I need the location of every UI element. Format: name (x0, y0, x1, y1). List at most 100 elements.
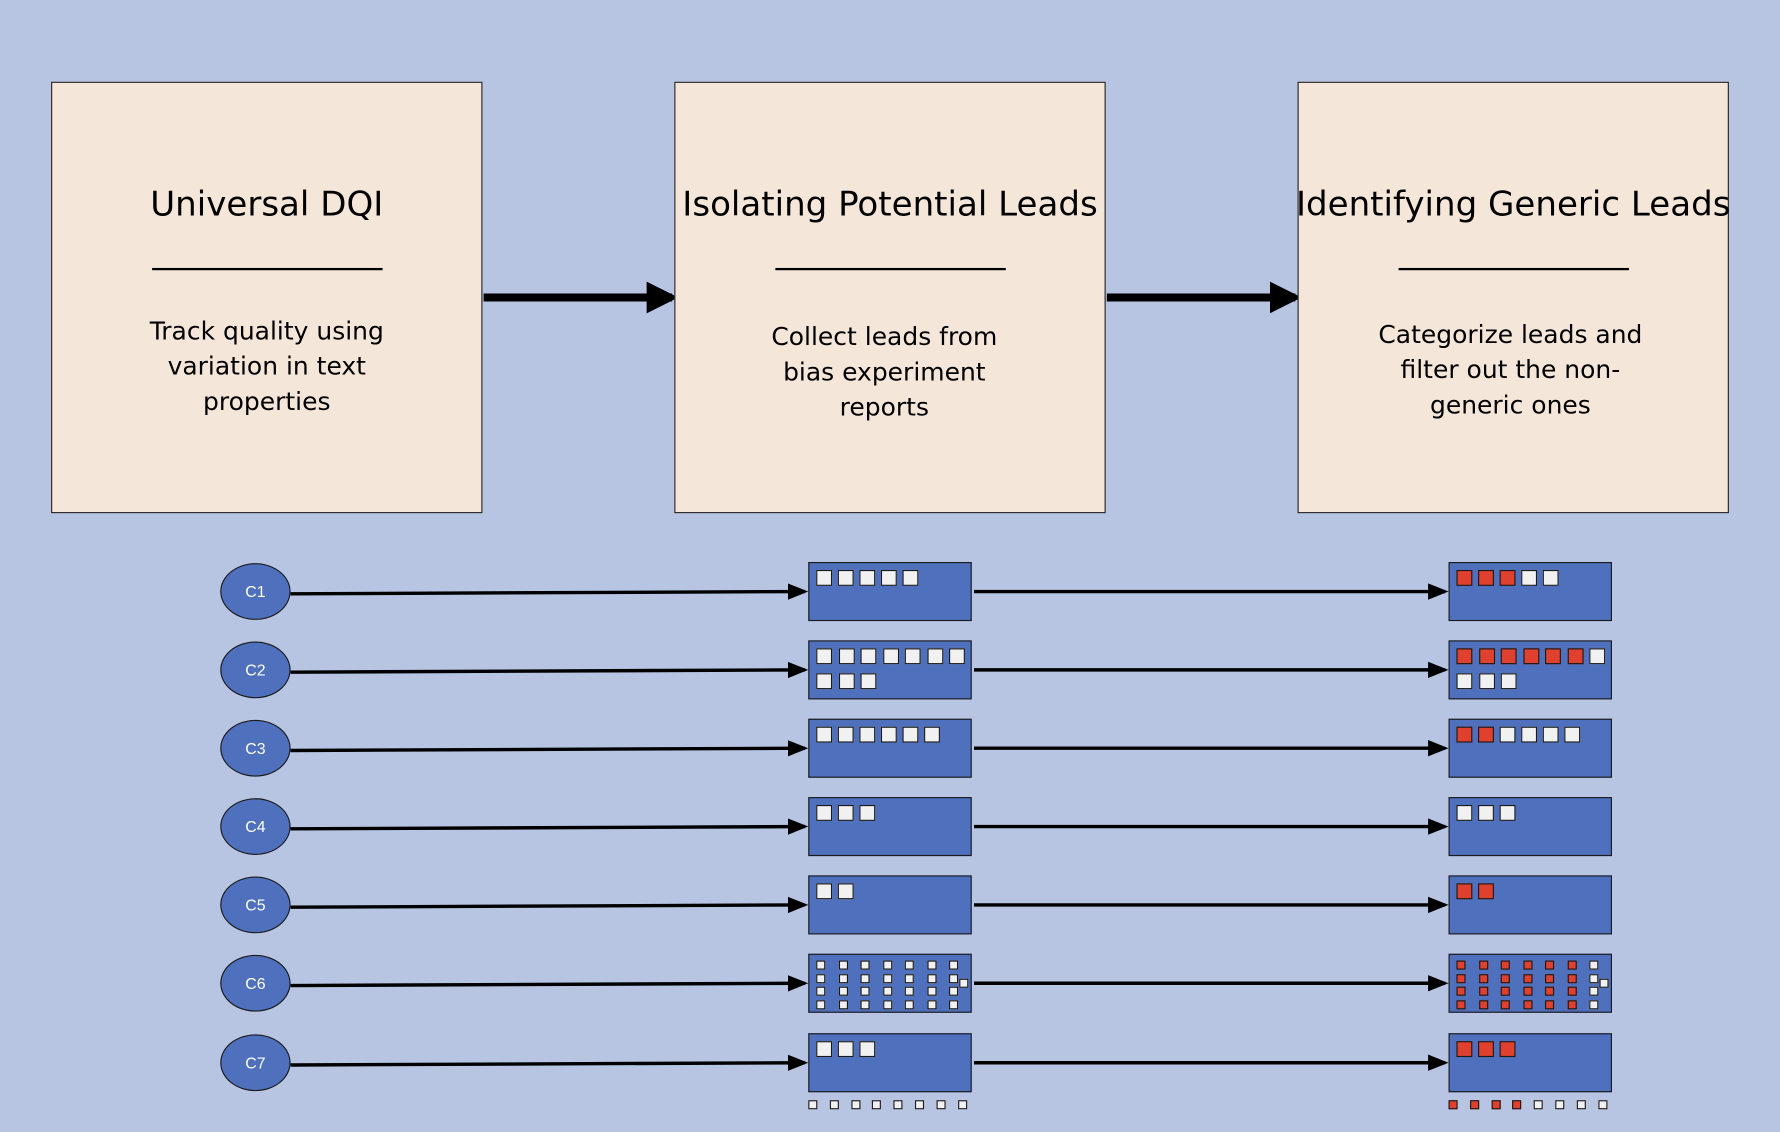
generic-lead-square (1469, 1100, 1479, 1110)
generic-lead-square (1499, 569, 1516, 586)
stage-description: Collect leads from bias experiment repor… (771, 323, 998, 423)
component-node-c1: C1 (220, 563, 291, 620)
lead-square (860, 986, 870, 996)
component-node-c4: C4 (220, 798, 291, 855)
generic-lead-rack (1448, 1033, 1612, 1093)
lead-square (902, 726, 919, 743)
generic-lead-square (1545, 986, 1555, 996)
lead-square (837, 883, 854, 900)
lead-square (829, 1100, 839, 1110)
lead-square (914, 1100, 925, 1110)
lead-square (816, 1041, 833, 1058)
generic-lead-rack (1448, 640, 1612, 700)
lead-square (882, 960, 892, 970)
lead-square (1589, 999, 1599, 1009)
generic-lead-square (1567, 999, 1577, 1009)
lead-square (1521, 569, 1538, 586)
row-arrow (290, 896, 809, 914)
generic-lead-square (1567, 973, 1577, 983)
generic-lead-square (1456, 973, 1466, 983)
row-arrow (290, 661, 809, 679)
generic-lead-square (1456, 569, 1473, 586)
generic-lead-square (1500, 973, 1510, 983)
lead-square (1589, 973, 1599, 983)
lead-square (837, 726, 854, 743)
generic-lead-rack (1448, 797, 1612, 857)
generic-lead-square (1456, 726, 1473, 743)
lead-square (860, 673, 877, 690)
component-node-c6: C6 (220, 954, 291, 1012)
generic-lead-square (1499, 1041, 1516, 1058)
lead-square (949, 999, 959, 1009)
generic-lead-square (1456, 1041, 1473, 1058)
lead-square (904, 973, 914, 983)
lead-rack (808, 718, 972, 778)
lead-square (926, 648, 943, 665)
lead-square (882, 648, 899, 665)
generic-lead-square (1456, 960, 1466, 970)
generic-lead-square (1522, 973, 1532, 983)
lead-square (949, 986, 959, 996)
lead-square (816, 883, 833, 900)
generic-lead-square (1456, 883, 1473, 900)
lead-square (880, 726, 897, 743)
lead-square (1589, 986, 1599, 996)
row-arrow (290, 975, 809, 992)
row-arrow (290, 583, 809, 600)
lead-square (859, 1041, 876, 1058)
generic-lead-square (1478, 973, 1488, 983)
component-node-c7: C7 (220, 1034, 291, 1092)
row-arrow (290, 1054, 809, 1071)
lead-square (1500, 673, 1517, 690)
generic-lead-square (1567, 960, 1577, 970)
lead-rack (808, 875, 972, 935)
lead-rack (808, 797, 972, 857)
lead-square (936, 1100, 946, 1110)
generic-lead-rack (1448, 953, 1612, 1013)
lead-square (838, 648, 855, 665)
lead-square (924, 726, 940, 743)
lead-square (816, 804, 833, 821)
row-arrow (290, 740, 809, 757)
stage-title: Isolating Potential Leads (682, 185, 1098, 225)
generic-lead-square (1478, 1041, 1494, 1058)
lead-square (1533, 1100, 1543, 1110)
lead-square (837, 804, 854, 821)
lead-square (1542, 726, 1559, 743)
generic-lead-square (1478, 986, 1488, 996)
lead-rack (808, 640, 972, 700)
generic-lead-square (1522, 999, 1532, 1009)
stage-box-isolating-leads: Isolating Potential Leads Collect leads … (674, 81, 1106, 514)
lead-square (1456, 804, 1473, 821)
component-node-c2: C2 (220, 641, 291, 699)
lead-rack (808, 562, 972, 622)
generic-lead-square (1456, 648, 1473, 665)
lead-square (926, 960, 936, 970)
lead-square (816, 960, 826, 970)
lead-square (904, 986, 914, 996)
generic-lead-square (1478, 960, 1488, 970)
lead-square (893, 1100, 903, 1110)
generic-lead-square (1500, 999, 1510, 1009)
generic-lead-square (1478, 726, 1494, 743)
lead-square (859, 804, 876, 821)
generic-lead-square (1500, 986, 1510, 996)
lead-square (949, 648, 965, 665)
stage-title: Identifying Generic Leads (1295, 185, 1731, 225)
generic-lead-square (1448, 1100, 1458, 1110)
lead-square (926, 999, 936, 1009)
lead-square (816, 999, 826, 1009)
lead-square (1521, 726, 1538, 743)
stage-description: Track quality using variation in text pr… (149, 317, 384, 417)
generic-lead-square (1545, 999, 1555, 1009)
lead-square (859, 569, 876, 586)
lead-square (859, 726, 876, 743)
lead-square (860, 999, 870, 1009)
generic-lead-square (1478, 883, 1494, 900)
lead-square (838, 973, 848, 983)
generic-lead-square (1478, 648, 1495, 665)
stage-divider (152, 267, 383, 271)
lead-square (1499, 726, 1516, 743)
